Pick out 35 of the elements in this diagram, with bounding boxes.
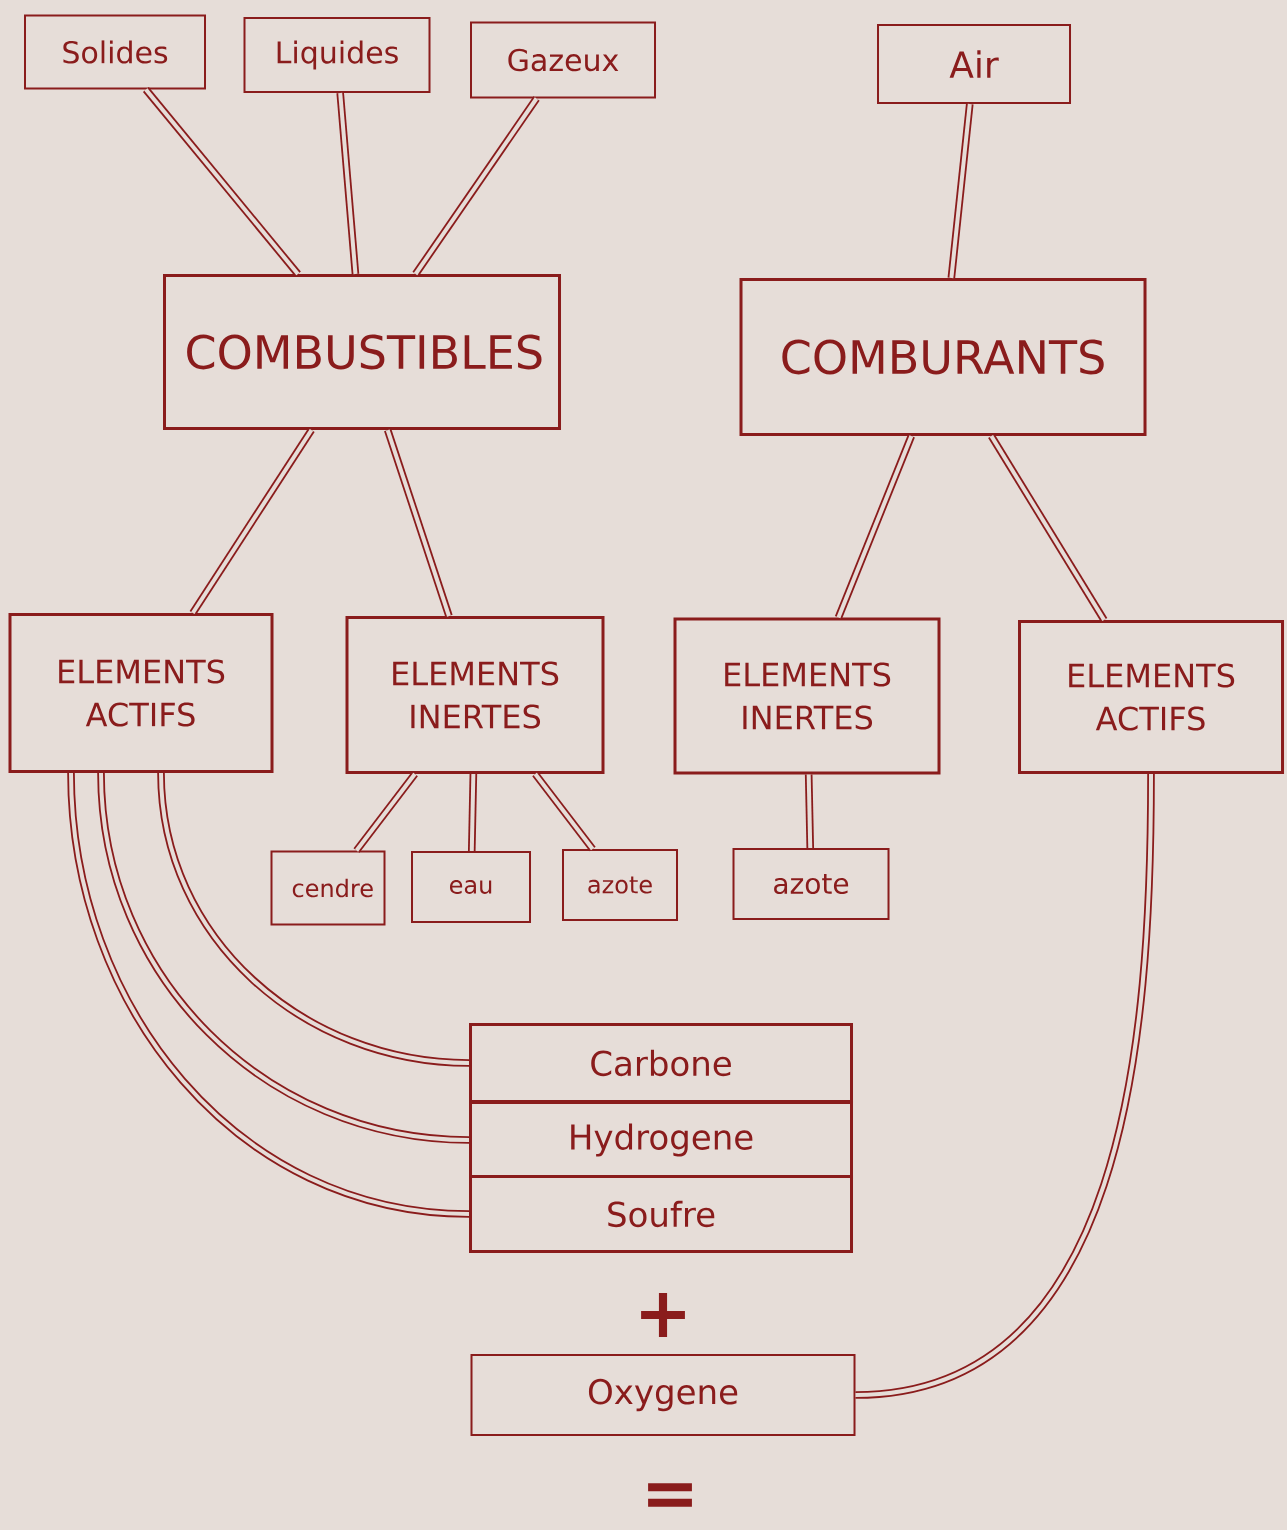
connector-line xyxy=(384,428,453,618)
element-row: Hydrogene xyxy=(469,1101,853,1179)
connector-line xyxy=(97,772,470,1144)
category-box: ELEMENTS ACTIFS xyxy=(8,613,274,773)
connector-line xyxy=(412,96,540,277)
category-box: COMBURANTS xyxy=(739,278,1147,436)
label-box: azote xyxy=(562,849,678,921)
label-box: Air xyxy=(877,24,1071,104)
connector-line xyxy=(947,103,974,279)
label-box: cendre xyxy=(270,850,386,926)
label-box: azote xyxy=(732,848,890,920)
operator-sign: + xyxy=(641,1293,685,1337)
label-box: Solides xyxy=(24,14,206,90)
label-box: eau xyxy=(411,851,531,923)
label-box: Liquides xyxy=(243,17,431,93)
element-row: Carbone xyxy=(469,1023,853,1103)
label-box: Oxygene xyxy=(470,1354,856,1436)
connector-line xyxy=(157,772,470,1067)
connector-line xyxy=(855,773,1155,1399)
connector-line xyxy=(189,427,315,616)
connector-line xyxy=(804,774,815,849)
connector-line xyxy=(532,771,596,852)
connector-line xyxy=(336,92,360,275)
label-box: Gazeux xyxy=(470,21,656,99)
connector-line xyxy=(353,771,418,853)
connector-line xyxy=(142,87,301,277)
element-row: Soufre xyxy=(469,1175,853,1253)
connector-line xyxy=(834,434,915,619)
category-box: ELEMENTS INERTES xyxy=(345,616,605,774)
category-box: ELEMENTS INERTES xyxy=(673,617,941,775)
category-box: COMBUSTIBLES xyxy=(163,274,561,430)
connector-line xyxy=(988,434,1108,622)
connector-line xyxy=(467,773,478,852)
connector-line xyxy=(67,772,470,1218)
category-box: ELEMENTS ACTIFS xyxy=(1018,620,1284,774)
